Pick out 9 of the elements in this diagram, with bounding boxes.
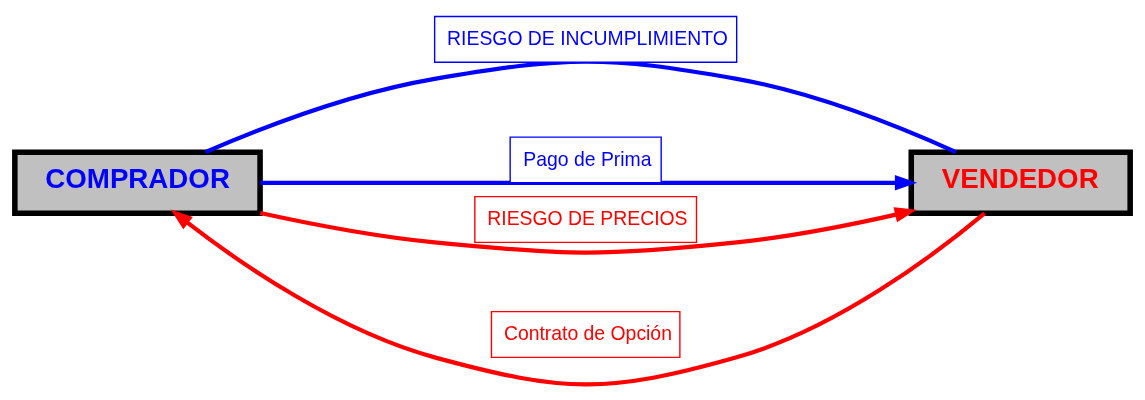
node-box: COMPRADOR [12,149,263,216]
arrow [170,209,986,386]
edge-label: Pago de Prima [523,147,652,170]
edge-label: RIESGO DE PRECIOS [487,206,688,229]
arrow [259,206,917,255]
node-box: VENDEDOR [908,149,1133,216]
edge-label: RIESGO DE INCUMPLIMIENTO [447,26,728,49]
arrow [260,174,918,191]
edge-label: Contrato de Opción [503,321,672,344]
